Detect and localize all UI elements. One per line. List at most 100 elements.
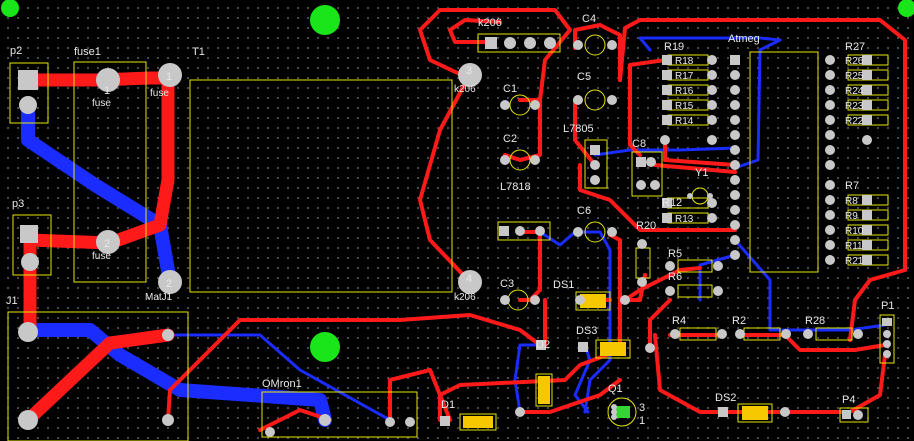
refdes-k206: k206 [478, 17, 502, 29]
refdes-p3: p3 [12, 198, 24, 210]
refdes-l7818: L7818 [500, 181, 531, 193]
pad-text-r22: R22 [845, 116, 864, 127]
trace-top-10 [573, 98, 597, 167]
pin-t1-3: 3 [466, 65, 472, 77]
trace-top-23 [738, 333, 887, 352]
outline-l7805 [584, 139, 608, 189]
pad-text-r10: R10 [845, 226, 864, 237]
refdes-ds1: DS1 [553, 279, 574, 291]
trace-top-19 [663, 138, 737, 167]
fiducial-top [310, 5, 340, 35]
pad-text-r15: R15 [675, 101, 694, 112]
trace-top-5 [418, 8, 572, 102]
trace-top-6 [418, 76, 470, 282]
outline-p1 [879, 314, 895, 364]
refdes-r20: R20 [636, 220, 656, 232]
pin-t1-2: 2 [166, 278, 172, 290]
trace-top-14 [623, 266, 702, 302]
pin-t1-1: 1 [166, 71, 172, 83]
trace-top-9 [518, 230, 542, 302]
refdes-t1: T1 [192, 46, 205, 58]
pad-text-k206-b: k206 [454, 292, 476, 303]
outline-omron [261, 391, 418, 438]
outline-r6a [677, 259, 713, 273]
refdes-r7: R7 [845, 180, 859, 192]
refdes-q1: Q1 [608, 383, 623, 395]
pad-text-r11: R11 [845, 241, 863, 252]
refdes-d1: D1 [441, 399, 455, 411]
refdes-r6: R6 [668, 271, 682, 283]
refdes-p1: P1 [881, 300, 894, 312]
trace-top-4 [258, 408, 332, 432]
refdes-r19: R19 [664, 41, 684, 53]
refdes-r4: R4 [672, 315, 686, 327]
refdes-ds3: DS3 [576, 325, 597, 337]
outline-r28 [815, 327, 853, 341]
pin-fuse1-1: 1 [104, 85, 110, 97]
refdes-p2: p2 [10, 45, 22, 57]
refdes-omron: OMron1 [262, 378, 302, 390]
pad-text-fuse-top: fuse [92, 98, 111, 109]
outline-atmeg [749, 51, 819, 273]
pads-layer [18, 37, 892, 437]
refdes-c2: C2 [503, 133, 517, 145]
trace-bottom-5 [513, 343, 542, 414]
outline-p2 [9, 62, 49, 124]
trace-top-11 [573, 23, 622, 82]
outline-ds2 [737, 403, 773, 423]
bottom-copper-layer [21, 36, 887, 427]
trace-top-18 [618, 18, 907, 342]
pad-text-r8: R8 [845, 196, 858, 207]
pad-text-fuse-t1: fuse [150, 88, 169, 99]
trace-top-20 [628, 58, 667, 157]
trace-top-16 [648, 298, 672, 352]
trace-bottom-9 [698, 253, 737, 302]
refdes-r2: R2 [732, 315, 746, 327]
pad-text-r21: R21 [845, 256, 864, 267]
trace-bottom-2 [21, 323, 332, 427]
pad-text-r26: R26 [845, 56, 864, 67]
trace-top-2 [166, 313, 542, 422]
outline-t1 [189, 79, 453, 293]
trace-bottom-6 [593, 146, 737, 157]
trace-bottom-7 [638, 36, 782, 170]
trace-bottom-4 [518, 230, 612, 414]
refdes-r5: R5 [668, 248, 682, 260]
outline-j1 [7, 311, 189, 441]
pad-text-r24: R24 [845, 86, 864, 97]
pad-text-r9: R9 [845, 211, 858, 222]
outline-fuse1 [73, 61, 147, 283]
refdes-c3: C3 [500, 278, 514, 290]
pad-text-r17: R17 [675, 71, 694, 82]
fiducial-bottom [310, 332, 340, 362]
refdes-c6: C6 [577, 205, 591, 217]
outline-d1 [459, 413, 497, 431]
pin-label-layer: 1 fuse 2 fuse 1 fuse 2 MatJ1 3 k206 4 k2… [92, 56, 864, 427]
trace-top-12 [578, 163, 737, 232]
pad-text-r14: R14 [675, 116, 694, 127]
refdes-atmeg: Atmeg [728, 33, 760, 45]
outline-r5 [635, 247, 651, 279]
outline-r6b [677, 284, 713, 298]
trace-top-j1 [21, 328, 175, 427]
pad-text-fuse-bot: fuse [92, 251, 111, 262]
outline-d2 [535, 373, 553, 407]
refdes-y1: Y1 [695, 167, 708, 179]
pin-q1-3: 3 [639, 402, 645, 414]
trace-top-24 [798, 353, 887, 414]
pin-q1-1: 1 [639, 415, 645, 427]
trace-top-13 [438, 233, 622, 422]
trace-top-17 [518, 378, 622, 414]
refdes-p4: P4 [842, 394, 855, 406]
pad-text-k206-a: k206 [454, 84, 476, 95]
outline-ds3 [595, 339, 631, 359]
trace-bottom-1 [21, 98, 177, 289]
refdes-r28: R28 [805, 315, 825, 327]
refdes-layer: p2 fuse1 T1 k206 C4 C1 C5 C2 L7805 L7818… [6, 13, 894, 411]
refdes-c1: C1 [503, 83, 517, 95]
pin-t1-4: 4 [466, 273, 472, 285]
refdes-l7805: L7805 [563, 123, 594, 135]
trace-bottom-3 [166, 333, 392, 422]
